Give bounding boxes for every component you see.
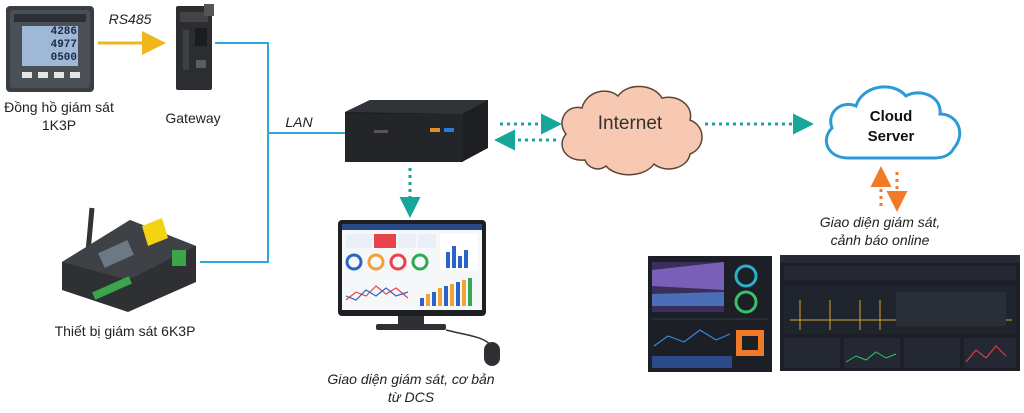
monitoring-device-6k3p-icon xyxy=(62,207,196,312)
meter-reading-2: 4977 xyxy=(50,39,77,51)
dcs-monitor-icon xyxy=(338,220,500,366)
dcs-ui-label: Giao diện giám sát, cơ bản từ DCS xyxy=(316,370,506,406)
lan-line-gateway xyxy=(215,42,345,134)
meter-label: Đồng hồ giám sát 1K3P xyxy=(2,98,116,134)
online-ui-label: Giao diện giám sát, cảnh báo online xyxy=(800,213,960,249)
device-6k3p-label: Thiết bị giám sát 6K3P xyxy=(54,323,196,339)
meter-reading-1: 4286 xyxy=(50,26,77,38)
online-dashboard-right-icon xyxy=(780,255,1020,371)
lan-line-device xyxy=(200,133,269,263)
rs485-label: RS485 xyxy=(108,11,152,27)
meter-label-line1: Đồng hồ giám sát xyxy=(4,99,114,115)
mini-pc-icon xyxy=(345,100,488,162)
online-dashboard-left-icon xyxy=(648,256,772,372)
dcs-ui-label-line1: Giao diện giám sát, cơ bản xyxy=(327,371,495,387)
cloud-server-label: Cloud Server xyxy=(846,107,936,147)
cloud-server-label-line1: Cloud xyxy=(869,108,913,125)
internet-cloud-icon xyxy=(561,85,703,176)
lan-label: LAN xyxy=(285,114,313,130)
meter-reading-3: 0500 xyxy=(50,52,77,64)
cloud-server-label-line2: Server xyxy=(867,128,915,145)
online-ui-label-line1: Giao diện giám sát, xyxy=(819,214,941,230)
meter-display: 4286 4977 0500 xyxy=(23,26,77,65)
meter-label-line2: 1K3P xyxy=(41,117,77,133)
cloud-server-icon xyxy=(825,85,962,160)
gateway-label: Gateway xyxy=(165,110,221,126)
power-meter-icon xyxy=(6,6,94,92)
gateway-device-icon xyxy=(176,4,214,90)
dcs-ui-label-line2: từ DCS xyxy=(387,389,435,405)
internet-label: Internet xyxy=(597,113,663,134)
online-ui-label-line2: cảnh báo online xyxy=(830,232,930,248)
